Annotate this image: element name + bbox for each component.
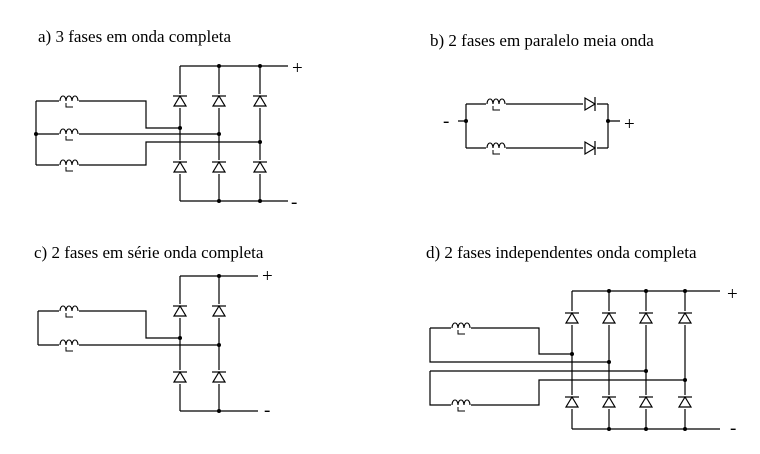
- coil-icon: [59, 338, 79, 352]
- diode-icon: [564, 311, 580, 325]
- plus-sign-a: +: [292, 58, 303, 79]
- diode-icon: [677, 395, 693, 409]
- minus-sign-c: -: [264, 400, 270, 421]
- circuit-d: [429, 289, 720, 431]
- diode-icon: [638, 311, 654, 325]
- diode-icon: [638, 395, 654, 409]
- wires-b: [458, 103, 620, 149]
- minus-sign-b: -: [443, 111, 449, 132]
- diode-icon: [172, 304, 188, 318]
- diode-icon: [583, 140, 597, 156]
- diode-icon: [211, 94, 227, 108]
- diode-icon: [564, 395, 580, 409]
- coil-icon: [59, 304, 79, 318]
- diode-icon: [601, 395, 617, 409]
- diode-icon: [172, 94, 188, 108]
- diode-icon: [583, 96, 597, 112]
- diode-icon: [252, 160, 268, 174]
- diode-icon: [601, 311, 617, 325]
- plus-sign-d: +: [727, 284, 738, 305]
- caption-a: a) 3 fases em onda completa: [38, 27, 232, 46]
- diode-icon: [677, 311, 693, 325]
- minus-sign-a: -: [291, 192, 297, 213]
- diode-icon: [211, 370, 227, 384]
- components: [59, 94, 693, 412]
- coil-icon: [59, 127, 79, 141]
- coil-icon: [59, 158, 79, 172]
- diode-icon: [172, 370, 188, 384]
- coil-icon: [59, 94, 79, 108]
- diode-icon: [172, 160, 188, 174]
- diode-icon: [211, 304, 227, 318]
- circuit-a: [34, 64, 288, 203]
- plus-sign-c: +: [262, 266, 273, 287]
- coil-icon: [486, 141, 506, 155]
- plus-sign-b: +: [624, 114, 635, 135]
- minus-sign-d: -: [730, 418, 736, 439]
- circuit-c: [37, 274, 258, 413]
- coil-icon: [451, 321, 471, 335]
- caption-b: b) 2 fases em paralelo meia onda: [430, 31, 654, 50]
- caption-c: c) 2 fases em série onda completa: [34, 243, 264, 262]
- coil-icon: [451, 398, 471, 412]
- diode-icon: [211, 160, 227, 174]
- coil-icon: [486, 97, 506, 111]
- caption-d: d) 2 fases independentes onda completa: [426, 243, 697, 262]
- diode-icon: [252, 94, 268, 108]
- circuit-b: [458, 103, 620, 149]
